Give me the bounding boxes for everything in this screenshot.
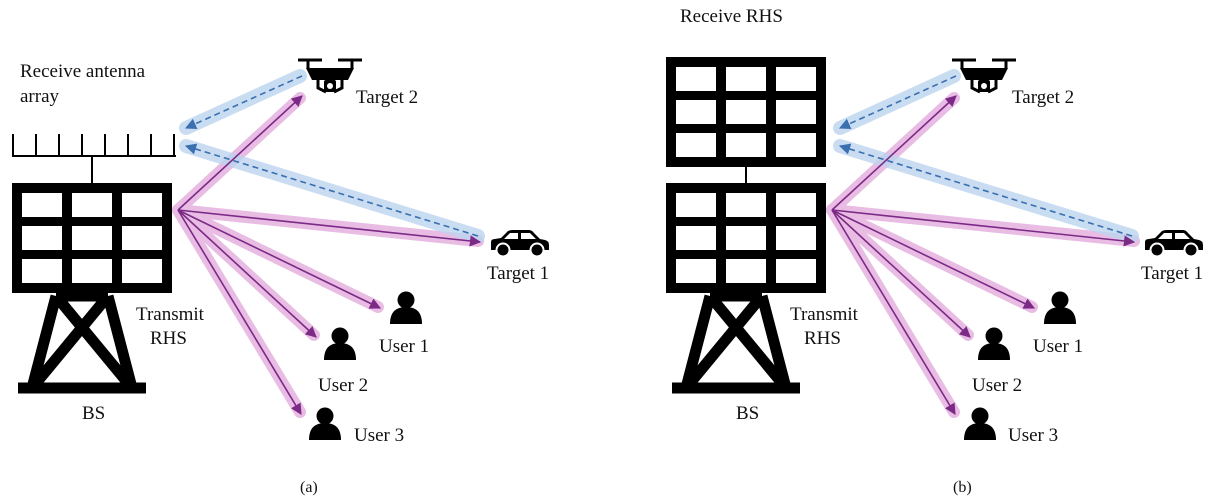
user-icon (309, 407, 341, 440)
echo-from-target-1 (184, 143, 479, 237)
user-2-label: User 2 (972, 375, 1022, 396)
drone-icon (950, 58, 1018, 94)
beam-to-user-2 (177, 209, 317, 338)
echo-beams (184, 75, 479, 237)
echo-beams (838, 75, 1133, 237)
user-2-label: User 2 (318, 375, 368, 396)
transmit-beams-halo (172, 92, 484, 418)
user-3-label: User 3 (354, 425, 404, 446)
car-icon (490, 229, 550, 258)
drone-icon (296, 58, 364, 94)
receive-rhs-panel (666, 57, 826, 167)
transmit-rhs-panel (12, 183, 172, 293)
transmit-beams (831, 95, 1136, 415)
beam-to-target-2 (831, 95, 957, 211)
echo-from-target-1 (838, 143, 1133, 237)
beam-to-user-3 (177, 209, 302, 415)
transmit-label-line-1: Transmit (790, 304, 859, 325)
beam-to-target-1 (177, 209, 482, 247)
transmit-rhs-panel (666, 183, 826, 293)
target-2-label: Target 2 (1012, 87, 1074, 108)
echo-from-target-2 (184, 75, 303, 129)
caption-a: (a) (300, 479, 318, 496)
target-1-label: Target 1 (487, 263, 549, 284)
beam-to-user-1 (177, 209, 382, 309)
receiver-label-line-1: Receive antenna (20, 61, 146, 82)
target-1-label: Target 1 (1141, 263, 1203, 284)
transmit-beams (177, 95, 482, 415)
echo-from-target-2 (838, 75, 957, 129)
user-icon (978, 327, 1010, 360)
transmit-label-line-2: RHS (150, 328, 187, 349)
beam-to-target-2 (177, 95, 303, 211)
car-icon (1144, 229, 1204, 258)
receiver-label: Receive RHS (680, 6, 783, 27)
target-2-label: Target 2 (356, 87, 418, 108)
user-3-label: User 3 (1008, 425, 1058, 446)
user-icon (1044, 291, 1076, 324)
panel-b: Receive RHS Transmit RHS BS Target 2 Tar… (666, 6, 1204, 496)
transmit-beams-halo (826, 92, 1140, 418)
transmit-label-line-2: RHS (804, 328, 841, 349)
caption-b: (b) (953, 479, 972, 496)
bs-tower (18, 296, 146, 388)
beam-to-user-2 (831, 209, 971, 338)
panel-a: Receive antenna array Transmit RHS BS Ta… (12, 58, 550, 496)
beam-to-user-1 (831, 209, 1036, 309)
receive-antenna-array (12, 134, 176, 184)
user-1-label: User 1 (379, 336, 429, 357)
user-icon (390, 291, 422, 324)
bs-tower (672, 296, 800, 388)
user-1-label: User 1 (1033, 336, 1083, 357)
beam-to-target-1 (831, 209, 1136, 247)
receiver-label-line-2: array (20, 86, 60, 107)
bs-label: BS (736, 403, 759, 424)
bs-label: BS (82, 403, 105, 424)
user-icon (964, 407, 996, 440)
beam-to-user-3 (831, 209, 956, 415)
transmit-label-line-1: Transmit (136, 304, 205, 325)
user-icon (324, 327, 356, 360)
